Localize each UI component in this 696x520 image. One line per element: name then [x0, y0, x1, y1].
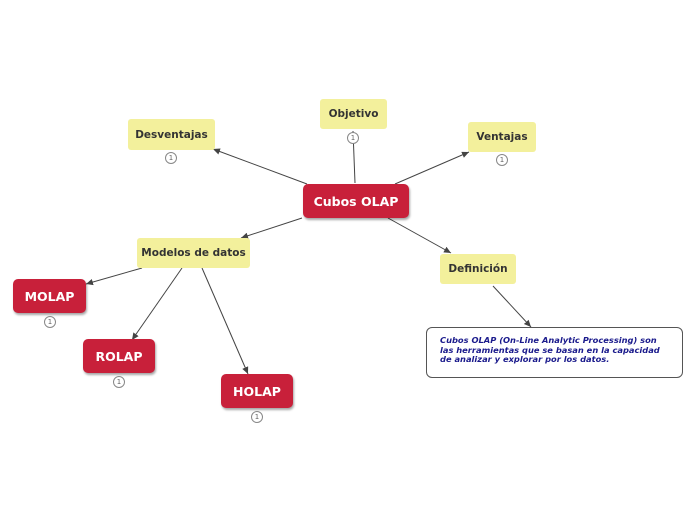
- connector-central-definicion: [387, 217, 452, 254]
- connector-definicion-callout: [492, 285, 532, 328]
- connector-modelos-rolap: [131, 267, 183, 341]
- topic-desventajas[interactable]: Desventajas: [128, 119, 215, 150]
- topic-modelos-de-datos[interactable]: Modelos de datos: [137, 238, 250, 268]
- topic-objetivo[interactable]: Objetivo: [320, 99, 387, 129]
- connector-central-desventajas: [212, 148, 308, 185]
- topic-ventajas[interactable]: Ventajas: [468, 122, 536, 152]
- topic-rolap[interactable]: ROLAP: [83, 339, 155, 373]
- topic-count-badge-rolap[interactable]: 1: [113, 376, 125, 388]
- connector-modelos-molap: [85, 267, 143, 286]
- central-topic-cubos-olap[interactable]: Cubos OLAP: [303, 184, 409, 218]
- topic-count-badge-holap[interactable]: 1: [251, 411, 263, 423]
- connector-central-ventajas: [394, 151, 470, 185]
- topic-count-badge-molap[interactable]: 1: [44, 316, 56, 328]
- topic-definicion[interactable]: Definición: [440, 254, 516, 284]
- topic-count-badge-ventajas[interactable]: 1: [496, 154, 508, 166]
- definition-callout[interactable]: Cubos OLAP (On-Line Analytic Processing)…: [426, 327, 683, 378]
- topic-molap[interactable]: MOLAP: [13, 279, 86, 313]
- connector-central-modelos: [240, 217, 303, 239]
- topic-count-badge-desventajas[interactable]: 1: [165, 152, 177, 164]
- topic-holap[interactable]: HOLAP: [221, 374, 293, 408]
- topic-count-badge-objetivo[interactable]: 1: [347, 132, 359, 144]
- connector-modelos-holap: [201, 267, 249, 375]
